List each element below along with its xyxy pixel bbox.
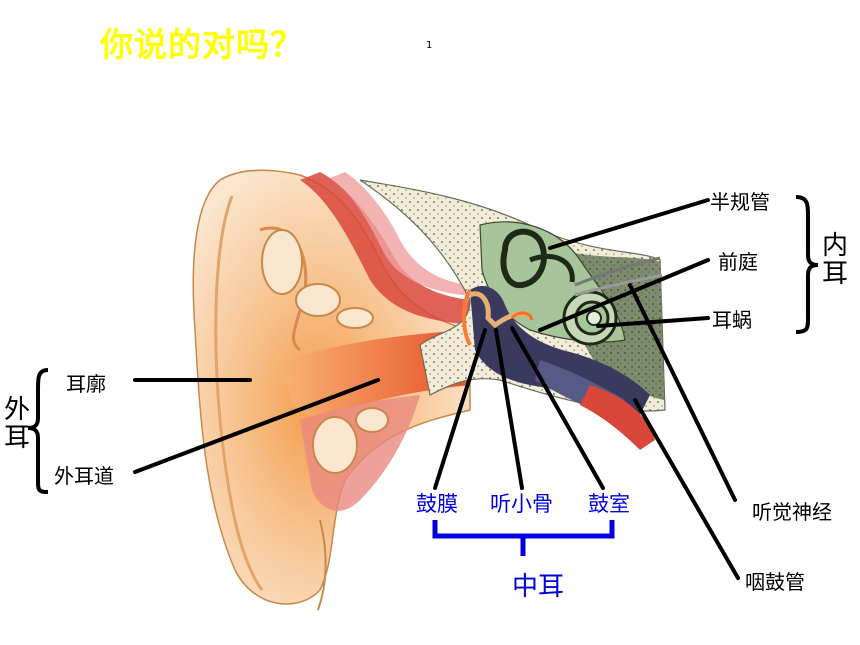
label-ossicles: 听小骨 (490, 492, 553, 516)
semicircular-canals-shape (500, 228, 547, 289)
label-outer-ear-1: 外 (4, 395, 31, 425)
pointer-lines (133, 198, 740, 580)
eardrum-shape (462, 289, 472, 346)
label-cochlea: 耳蜗 (712, 308, 752, 332)
label-eustachian-tube: 咽鼓管 (745, 570, 805, 594)
inner-ear-brace (795, 195, 819, 334)
label-external-canal: 外耳道 (54, 464, 114, 488)
label-eardrum: 鼓膜 (416, 492, 458, 516)
label-auditory-nerve: 听觉神经 (752, 500, 832, 524)
label-tympanic-cavity: 鼓室 (588, 492, 630, 516)
outer-ear-brace (27, 368, 49, 494)
label-semicircular-canals: 半规管 (710, 190, 770, 214)
label-middle-ear: 中耳 (512, 572, 565, 602)
page-title: 你说的对吗？ (100, 25, 304, 64)
page-number: 1 (426, 40, 433, 51)
tympanic-cavity-shape (470, 285, 650, 415)
label-inner-ear-2: 耳 (822, 259, 849, 289)
label-inner-ear-1: 内 (822, 231, 849, 261)
label-auricle: 耳廓 (66, 372, 106, 396)
middle-ear-bracket (432, 520, 615, 556)
label-outer-ear-2: 耳 (4, 423, 31, 453)
label-vestibule: 前庭 (718, 250, 758, 274)
